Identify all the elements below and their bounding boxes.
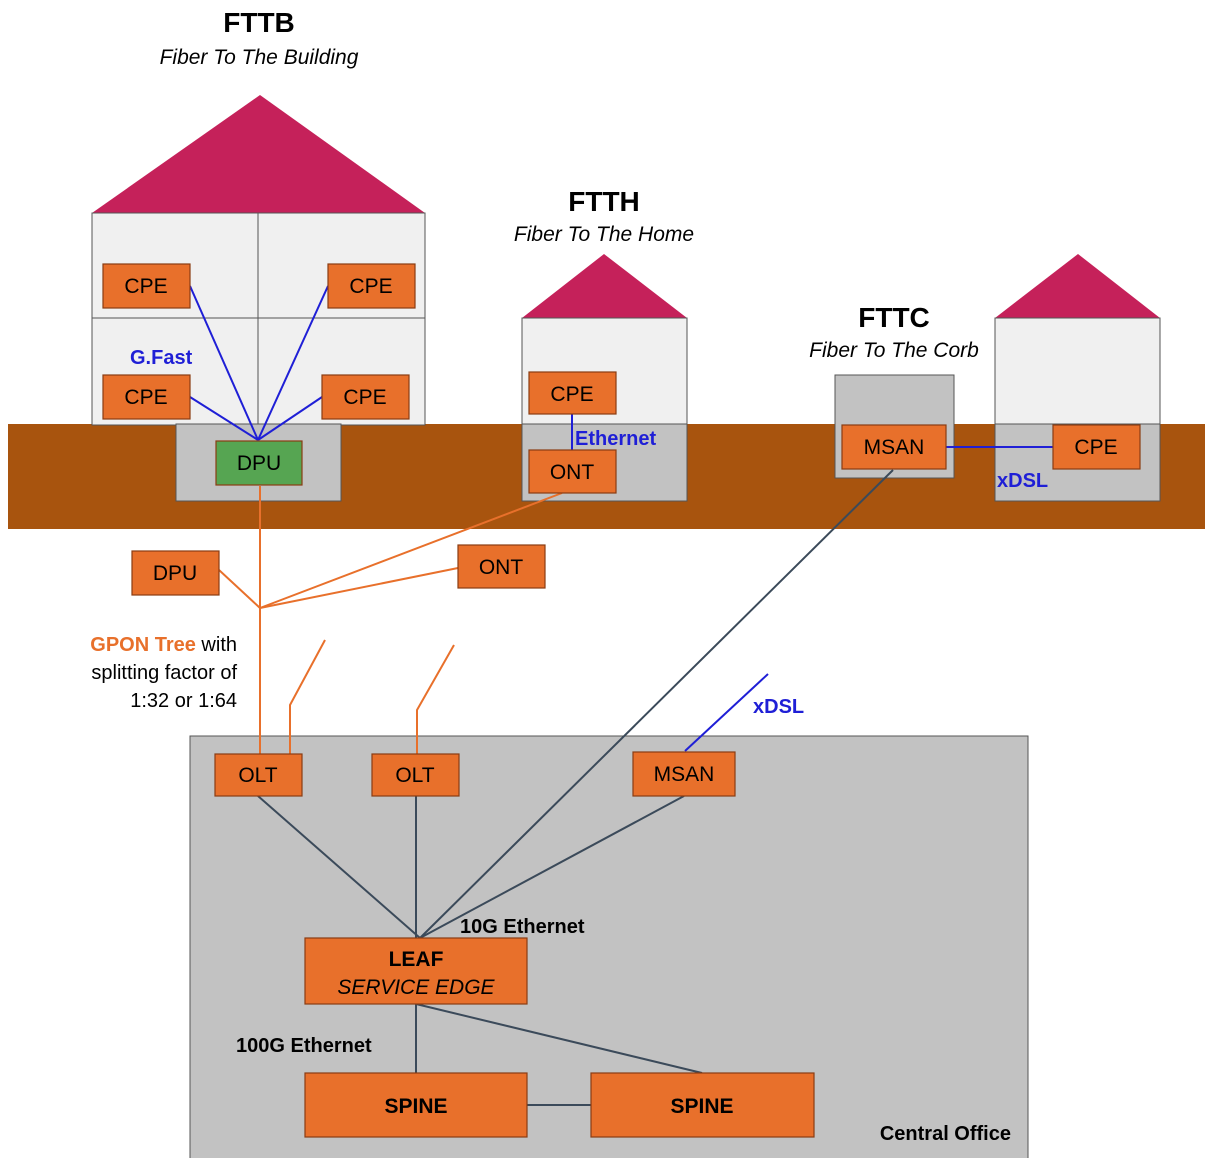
gpon-dpu-label: DPU	[153, 562, 197, 585]
ftth-subtitle: Fiber To The Home	[514, 223, 694, 246]
co-olt-label-1: OLT	[238, 764, 277, 787]
fttb-subtitle: Fiber To The Building	[160, 46, 359, 69]
fttc-cpe-label: CPE	[1074, 436, 1117, 459]
link-10g-label: 10G Ethernet	[460, 916, 585, 938]
leaf-title: LEAF	[389, 948, 444, 971]
co-msan-label: MSAN	[654, 763, 715, 786]
gpon-label-line1: GPON Tree with	[90, 634, 237, 656]
spine-box-1[interactable]	[304, 1072, 528, 1138]
fttc-xdsl-label: xDSL	[997, 470, 1048, 492]
fttc-wall	[994, 317, 1161, 426]
gpon-label-line3: 1:32 or 1:64	[130, 690, 237, 712]
fttb-cpe-label-1: CPE	[124, 275, 167, 298]
device-labels: CPE CPE CPE CPE DPU CPE ONT MSAN CPE DPU…	[124, 275, 1117, 1118]
fttb-cpe-label-3: CPE	[124, 386, 167, 409]
fttc-msan-label: MSAN	[864, 436, 925, 459]
link-msan-to-leaf	[419, 795, 685, 939]
fiber-split-to-dpu	[218, 569, 261, 609]
fttb-title: FTTB	[223, 7, 295, 38]
ftth-cpe-box[interactable]	[528, 371, 617, 415]
ftth-ont-label: ONT	[550, 461, 595, 484]
fttc-cpe-box[interactable]	[1052, 424, 1141, 470]
gfast-link-4	[257, 396, 323, 441]
fttb-cpe-box-4[interactable]	[321, 374, 410, 420]
ethernet-label: Ethernet	[575, 428, 656, 450]
copper-links	[189, 285, 1053, 752]
link-leaf-to-spine2	[415, 1003, 703, 1074]
ftth-cpe-label: CPE	[550, 383, 593, 406]
ftth-roof	[522, 254, 687, 318]
fttb-cpe-box-3[interactable]	[102, 374, 191, 420]
gpon-label-line2: splitting factor of	[91, 662, 237, 684]
gpon-label-highlight: GPON Tree	[90, 634, 196, 656]
co-msan-box[interactable]	[632, 751, 736, 797]
co-xdsl-label: xDSL	[753, 696, 804, 718]
fttc-msan-box[interactable]	[841, 424, 947, 470]
gpon-dpu-box[interactable]	[131, 550, 220, 596]
gpon-ont-box[interactable]	[457, 544, 546, 589]
co-olt-box-2[interactable]	[371, 753, 460, 797]
fiber-split-to-ont-home	[259, 492, 563, 609]
leaf-subtitle: SERVICE EDGE	[337, 976, 495, 999]
spine-box-2[interactable]	[590, 1072, 815, 1138]
co-olt-label-2: OLT	[395, 764, 434, 787]
fiber-split-to-ont	[259, 567, 459, 609]
devices	[102, 263, 1141, 1138]
link-labels: G.Fast Ethernet xDSL xDSL 10G Ethernet 1…	[130, 347, 1048, 1145]
fttb-cpe-label-4: CPE	[343, 386, 386, 409]
link-msan-fttc-to-leaf	[419, 469, 894, 939]
fttb-cpe-box-1[interactable]	[102, 263, 191, 309]
link-olt1-to-leaf	[257, 795, 421, 939]
ftth-ont-box[interactable]	[528, 449, 617, 494]
fttb-roof	[92, 95, 425, 213]
gfast-link-1	[189, 285, 259, 441]
gpon-label-rest: with	[196, 634, 237, 656]
fiber-links	[218, 486, 563, 754]
fttb-dpu-label: DPU	[237, 452, 281, 475]
fttc-title: FTTC	[858, 302, 930, 333]
ftth-title: FTTH	[568, 186, 640, 217]
co-olt-box-1[interactable]	[214, 753, 303, 797]
fttb-cpe-box-2[interactable]	[327, 263, 416, 309]
leaf-box[interactable]	[304, 937, 528, 1005]
fiber-stub-2	[416, 644, 455, 754]
fttb-cpe-label-2: CPE	[349, 275, 392, 298]
fttc-roof	[995, 254, 1160, 318]
section-titles: FTTB Fiber To The Building FTTH Fiber To…	[160, 7, 980, 362]
co-xdsl-link	[684, 673, 769, 752]
fttc-subtitle: Fiber To The Corb	[809, 339, 979, 362]
fttb-dpu-box[interactable]	[215, 440, 303, 486]
gpon-ont-label: ONT	[479, 556, 524, 579]
fiber-stub-1	[289, 639, 326, 754]
backbone-links	[257, 469, 894, 1106]
gpon-description: GPON Tree with splitting factor of 1:32 …	[90, 634, 237, 712]
gfast-link-3	[189, 396, 259, 441]
gfast-link-2	[257, 285, 329, 441]
spine-label-1: SPINE	[384, 1095, 447, 1118]
central-office-title: Central Office	[880, 1123, 1011, 1145]
spine-label-2: SPINE	[670, 1095, 733, 1118]
link-100g-label: 100G Ethernet	[236, 1035, 372, 1057]
gfast-label: G.Fast	[130, 347, 193, 369]
